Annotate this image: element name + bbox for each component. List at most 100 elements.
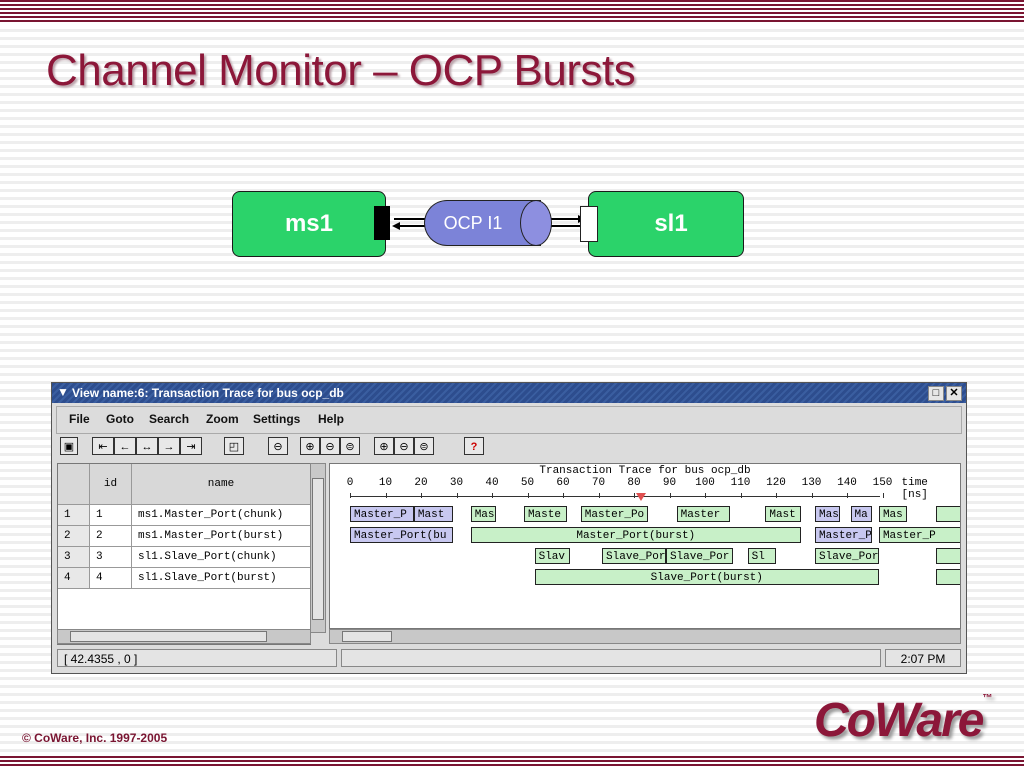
trace-scroll-thumb[interactable]	[342, 631, 392, 642]
transaction-block[interactable]: Master_P	[815, 527, 872, 543]
row-num: 3	[58, 547, 90, 567]
tick-mark	[492, 493, 493, 498]
row-num: 4	[58, 568, 90, 588]
transaction-block[interactable]: Mas	[470, 506, 496, 522]
trace-title: Transaction Trace for bus ocp_db	[539, 465, 751, 477]
left-horizontal-scrollbar[interactable]	[57, 629, 311, 644]
transaction-block[interactable]: Slave_Por	[602, 548, 666, 564]
header-id[interactable]: id	[90, 464, 132, 504]
toolbar: ▣ ⇤ ← ↔ → ⇥ ◰ ⊖ ⊕ ⊖ ⊜ ⊕ ⊖ ⊜ ?	[56, 435, 960, 459]
tick-mark	[456, 493, 458, 498]
status-time: 2:07 PM	[885, 649, 961, 667]
transaction-block[interactable]: Mas	[815, 506, 840, 522]
transaction-block[interactable]: Slave_Por	[815, 548, 879, 564]
minimize-icon[interactable]: □	[928, 386, 944, 401]
tick-mark	[634, 493, 635, 498]
trace-horizontal-scrollbar[interactable]	[329, 629, 961, 644]
window-titlebar[interactable]: ▼ View name:6: Transaction Trace for bus…	[52, 383, 966, 403]
transaction-block[interactable]: Mas	[878, 506, 908, 522]
tick-label: 90	[662, 477, 677, 489]
master-port	[374, 206, 390, 240]
zoom-out-icon[interactable]: ⊖	[320, 437, 340, 455]
window-menu-icon[interactable]: ▼	[57, 385, 69, 399]
logo-trademark: ™	[982, 693, 993, 704]
transaction-block[interactable]: Master	[676, 506, 730, 522]
zoom-reset-icon[interactable]: ⊖	[268, 437, 288, 455]
slave-box: sl1	[588, 191, 744, 257]
tick-label: 150	[872, 477, 893, 489]
transaction-block[interactable]: Slav	[534, 548, 571, 564]
zoom-in-icon[interactable]: ⊕	[300, 437, 320, 455]
table-row[interactable]: 1 1 ms1.Master_Port(chunk)	[58, 505, 310, 526]
table-row[interactable]: 4 4 sl1.Slave_Port(burst)	[58, 568, 310, 589]
save-icon[interactable]: ▣	[60, 437, 78, 455]
tick-mark	[598, 493, 600, 498]
header-name[interactable]: name	[132, 464, 310, 504]
menu-goto[interactable]: Goto	[106, 412, 134, 426]
step-back-icon[interactable]: ←	[114, 437, 136, 455]
menu-file[interactable]: File	[69, 412, 90, 426]
menu-settings[interactable]: Settings	[253, 412, 301, 426]
transaction-block[interactable]	[935, 548, 960, 564]
vertical-scrollbar[interactable]	[310, 463, 326, 633]
tick-label: 0	[346, 477, 354, 489]
tick-label: 50	[520, 477, 535, 489]
menu-search[interactable]: Search	[149, 412, 190, 426]
table-row[interactable]: 2 2 ms1.Master_Port(burst)	[58, 526, 310, 547]
transaction-block[interactable]: Sl	[747, 548, 776, 564]
master-label: ms1	[284, 210, 334, 237]
transaction-block[interactable]: Slave_Port(burst)	[534, 569, 879, 585]
statusbar: [ 42.4355 , 0 ] 2:07 PM	[57, 649, 961, 669]
transaction-block[interactable]: Slave_Por	[665, 548, 734, 564]
step-forward-icon[interactable]: →	[158, 437, 180, 455]
row-id: 2	[90, 526, 132, 546]
row-name: sl1.Slave_Port(burst)	[138, 572, 277, 584]
tick-mark	[350, 493, 351, 498]
zoom-y-in-icon[interactable]: ⊕	[374, 437, 394, 455]
close-icon[interactable]: ✕	[946, 386, 962, 401]
tick-label: 140	[837, 477, 857, 489]
go-first-icon[interactable]: ⇤	[92, 437, 114, 455]
transaction-block[interactable]	[935, 506, 960, 522]
table-row[interactable]: 3 3 sl1.Slave_Port(chunk)	[58, 547, 310, 568]
copyright-footer: © CoWare, Inc. 1997-2005	[22, 731, 168, 745]
transaction-block[interactable]: Master_Po	[580, 506, 649, 522]
row-num: 2	[58, 526, 90, 546]
row-name: sl1.Slave_Port(chunk)	[138, 551, 277, 563]
tick-mark	[776, 493, 777, 498]
transaction-block[interactable]: Mast	[413, 506, 453, 522]
transaction-block[interactable]: Master_P	[350, 506, 414, 522]
menu-help[interactable]: Help	[318, 412, 345, 426]
transaction-block[interactable]: Master_Port(bu	[350, 527, 453, 543]
help-icon[interactable]: ?	[464, 437, 484, 455]
master-box: ms1	[232, 191, 386, 257]
transaction-block[interactable]: Maste	[523, 506, 567, 522]
find-icon[interactable]: ◰	[224, 437, 244, 455]
tick-mark	[811, 493, 813, 498]
slave-port	[580, 206, 598, 242]
axis-line	[350, 496, 880, 497]
time-cursor-marker[interactable]	[636, 493, 647, 501]
transaction-block[interactable]: Master_Port(burst)	[470, 527, 801, 543]
transaction-block[interactable]: Master_P	[878, 527, 960, 543]
coware-logo: CoWare™	[814, 693, 993, 748]
expand-icon[interactable]: ↔	[136, 437, 158, 455]
tick-label: 70	[591, 477, 606, 489]
tick-mark	[527, 493, 529, 498]
transaction-block[interactable]: Ma	[850, 506, 872, 522]
tick-mark	[669, 493, 671, 498]
zoom-y-out-icon[interactable]: ⊖	[394, 437, 414, 455]
menu-zoom[interactable]: Zoom	[206, 412, 239, 426]
go-last-icon[interactable]: ⇥	[180, 437, 202, 455]
vertical-scroll-thumb[interactable]	[312, 478, 324, 620]
tick-mark	[385, 493, 387, 498]
zoom-x-icon[interactable]: ⊜	[340, 437, 360, 455]
zoom-y-fit-icon[interactable]: ⊜	[414, 437, 434, 455]
transaction-block[interactable]	[935, 569, 960, 585]
left-scroll-thumb[interactable]	[70, 631, 267, 642]
transaction-block[interactable]: Mast	[765, 506, 801, 522]
bottom-decorative-band	[0, 756, 1024, 768]
tick-label: 10	[378, 477, 393, 489]
row-id: 1	[90, 505, 132, 525]
